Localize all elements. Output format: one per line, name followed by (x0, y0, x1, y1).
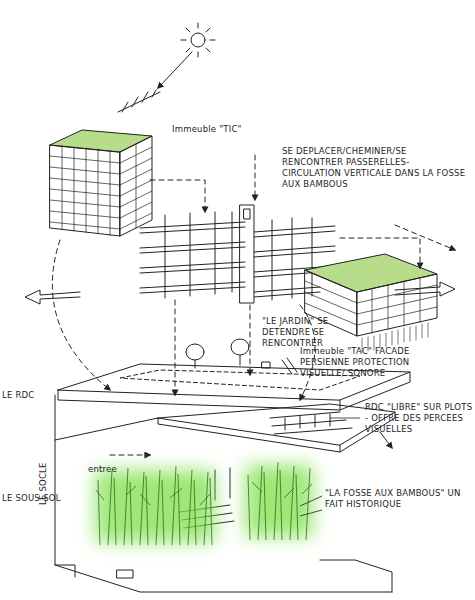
annotation-note: RDC "LIBRE" SUR PLOTS - OFFRE DES PERCEE… (365, 402, 475, 435)
level-label: LE SOUS-SOL (2, 493, 72, 504)
building-title: Immeuble "TIC" (172, 124, 282, 135)
annotation-note: "LE JARDIN" SE DETENDRE SE RENCONTRER (262, 316, 362, 349)
sun-symbol (181, 23, 215, 57)
louvre-symbol (118, 90, 160, 112)
annotation-note: SE DEPLACER/CHEMINER/SE RENCONTRER PASSE… (282, 146, 467, 190)
ground-floor-plate (158, 404, 395, 452)
footbridges (140, 205, 335, 303)
annotation-note: "LA FOSSE AUX BAMBOUS" UN FAIT HISTORIQU… (325, 488, 470, 510)
building-note: Immeuble "TAC" FACADE PERSIENNE PROTECTI… (300, 346, 450, 379)
tic-building (50, 130, 152, 236)
bamboo-grove (95, 462, 313, 545)
sun-ray-arrow (158, 52, 192, 88)
direction-arrow (395, 282, 455, 296)
tac-building (305, 254, 437, 352)
level-label: LE RDC (2, 390, 62, 401)
entrance-label: entree (88, 464, 128, 475)
